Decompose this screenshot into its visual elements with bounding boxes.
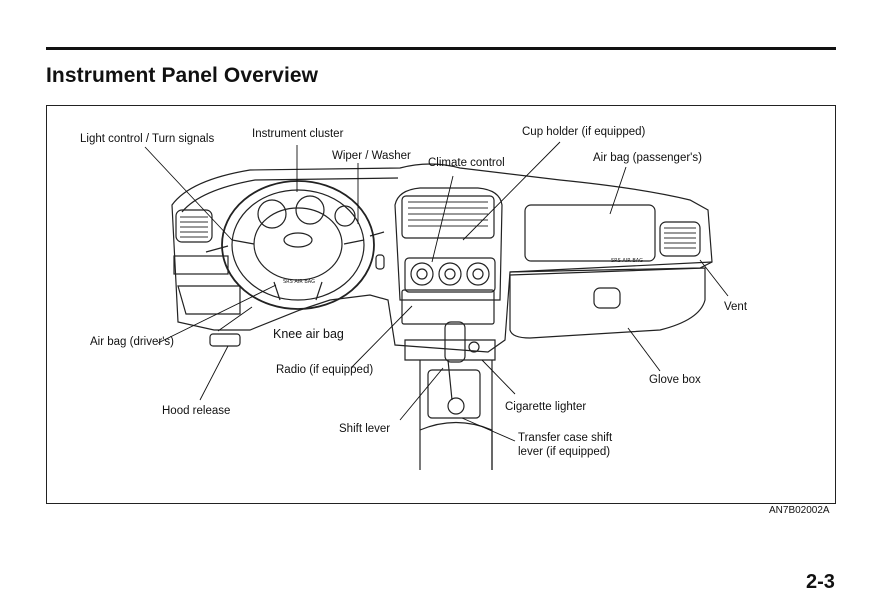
srs-mark-wheel: SRS AIR BAG (283, 279, 315, 285)
figure-code: AN7B02002A (769, 505, 830, 516)
label-radio: Radio (if equipped) (276, 364, 374, 376)
vent-grille-lines (180, 201, 696, 249)
label-hood-release: Hood release (162, 405, 231, 417)
label-transfer-case-line1: Transfer case shift (518, 432, 613, 444)
page-number: 2-3 (806, 571, 835, 593)
label-vent: Vent (724, 301, 748, 313)
label-shift-lever: Shift lever (339, 423, 391, 435)
label-light-control: Light control / Turn signals (80, 133, 215, 145)
figure-frame (46, 105, 836, 504)
label-climate-control: Climate control (428, 157, 505, 169)
label-cup-holder: Cup holder (if equipped) (522, 126, 646, 138)
label-glove-box: Glove box (649, 374, 701, 386)
label-instrument-cluster: Instrument cluster (252, 128, 344, 140)
label-transfer-case-line2: lever (if equipped) (518, 446, 611, 458)
label-wiper-washer: Wiper / Washer (332, 150, 411, 162)
top-rule (46, 47, 836, 50)
page-title: Instrument Panel Overview (46, 64, 319, 87)
label-knee-airbag: Knee air bag (273, 327, 344, 341)
srs-mark-passenger: SRS AIR BAG (611, 258, 643, 264)
label-airbag-passenger: Air bag (passenger's) (593, 152, 702, 164)
label-airbag-driver: Air bag (driver's) (90, 336, 174, 348)
label-cigarette-lighter: Cigarette lighter (505, 401, 587, 413)
leader-lines (144, 141, 729, 442)
climate-knobs (410, 262, 490, 286)
glove-box-latch-icon (593, 287, 621, 309)
dashboard-outline (171, 163, 713, 470)
